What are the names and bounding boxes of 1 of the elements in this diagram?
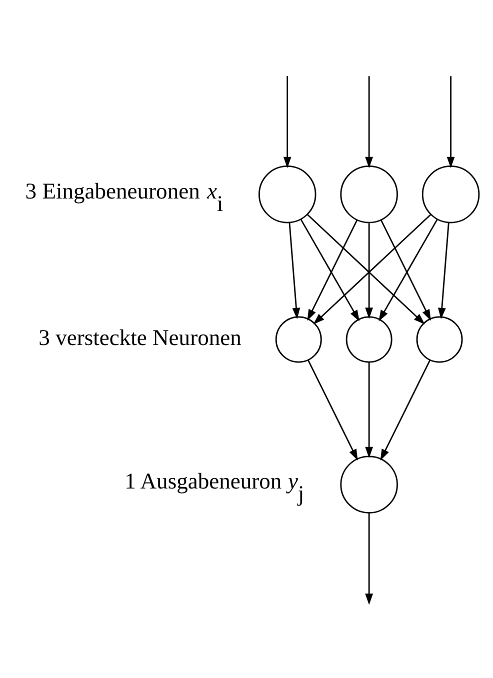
label: 3 versteckte Neuronen	[38, 324, 242, 350]
